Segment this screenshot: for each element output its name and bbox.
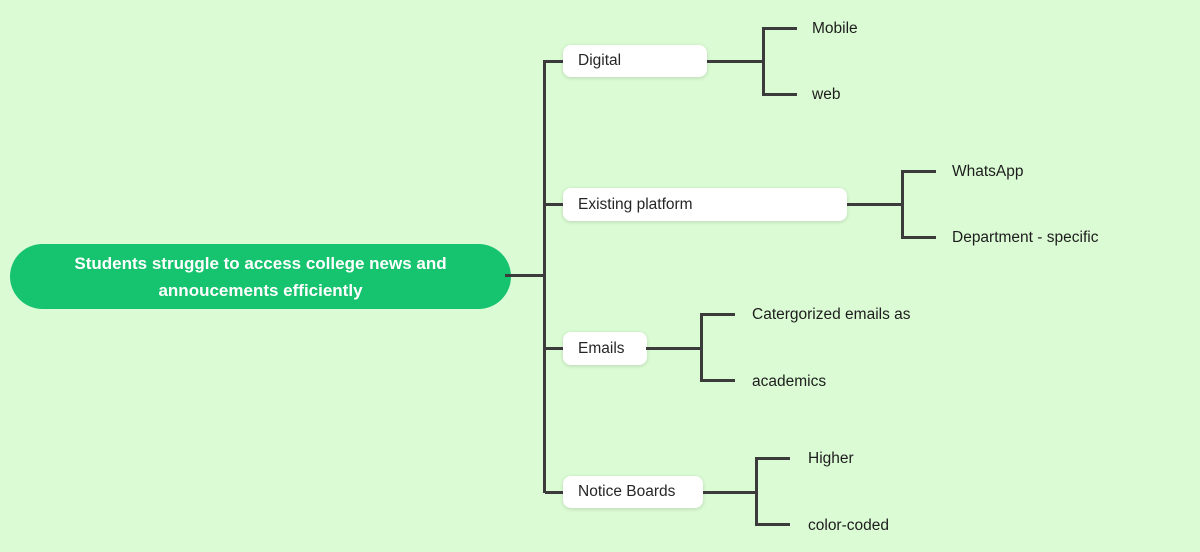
branch-label-digital: Digital: [578, 52, 622, 69]
root-topic-node[interactable]: Students struggle to access college news…: [10, 244, 511, 309]
connector-existing-platform-to-children: [847, 203, 904, 206]
branch-label-notice-boards: Notice Boards: [578, 483, 676, 500]
connector-trunk-to-emails: [545, 347, 563, 350]
child-node-department-specific[interactable]: Department - specific: [952, 229, 1099, 246]
child-node-higher[interactable]: Higher: [808, 450, 854, 467]
connector-trunk-to-notice-boards: [545, 491, 563, 494]
connector-trunk-to-existing-platform: [545, 203, 563, 206]
connector-notice-boards-to-children: [703, 491, 758, 494]
tick-academics: [700, 379, 735, 382]
child-node-whatsapp[interactable]: WhatsApp: [952, 163, 1024, 180]
child-node-catergorized-emails[interactable]: Catergorized emails as: [752, 306, 911, 323]
root-topic-label: Students struggle to access college news…: [74, 253, 447, 300]
branch-node-notice-boards[interactable]: Notice Boards: [563, 476, 703, 508]
branch-node-existing-platform[interactable]: Existing platform: [563, 188, 847, 221]
tick-color-coded: [755, 523, 790, 526]
main-trunk-line: [543, 60, 546, 493]
child-node-web[interactable]: web: [812, 86, 841, 103]
tick-department-specific: [901, 236, 936, 239]
notice-boards-children-trunk-line: [755, 457, 758, 526]
connector-trunk-to-digital: [545, 60, 563, 63]
branch-label-existing-platform: Existing platform: [578, 195, 693, 213]
child-node-color-coded[interactable]: color-coded: [808, 517, 889, 534]
connector-root-to-trunk: [505, 274, 546, 277]
tick-web: [762, 93, 797, 96]
digital-children-trunk-line: [762, 27, 765, 96]
tick-higher: [755, 457, 790, 460]
connector-digital-to-children: [707, 60, 765, 63]
branch-node-digital[interactable]: Digital: [563, 45, 707, 77]
emails-children-trunk-line: [700, 313, 703, 382]
tick-mobile: [762, 27, 797, 30]
tick-catergorized-emails: [700, 313, 735, 316]
branch-label-emails: Emails: [578, 339, 625, 357]
child-node-academics[interactable]: academics: [752, 373, 827, 390]
branch-node-emails[interactable]: Emails: [563, 332, 647, 365]
connector-emails-to-children: [646, 347, 703, 350]
existing-platform-children-trunk-line: [901, 170, 904, 239]
child-node-mobile[interactable]: Mobile: [812, 20, 858, 37]
tick-whatsapp: [901, 170, 936, 173]
